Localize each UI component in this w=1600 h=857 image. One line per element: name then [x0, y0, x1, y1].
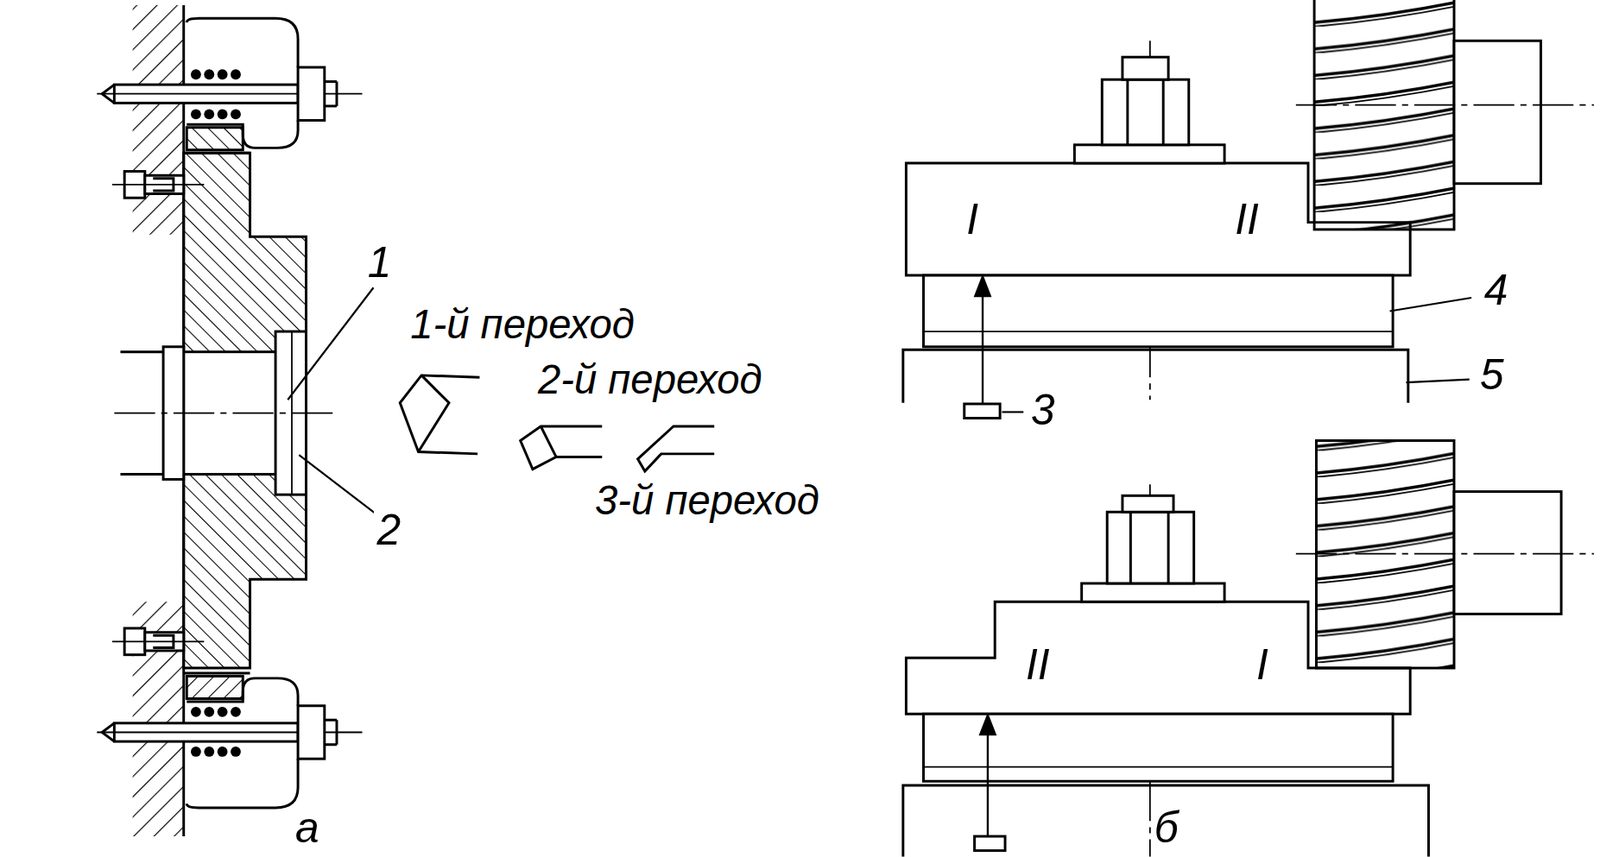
- drawing-path: [399, 375, 480, 455]
- drawing-line: [183, 151, 251, 155]
- drawing-rect: [1074, 145, 1225, 164]
- drawing-line: [335, 82, 339, 107]
- drawing-rect: [974, 836, 1006, 852]
- drawing-circle: [203, 108, 215, 120]
- position-numeral: I: [963, 197, 982, 241]
- drawing-circle: [203, 69, 215, 80]
- drawing-rect: [1122, 495, 1174, 513]
- drawing-line: [986, 729, 989, 837]
- drawing-line: [1162, 79, 1165, 146]
- drawing-line: [287, 287, 374, 400]
- drawing-line: [113, 412, 337, 415]
- drawing-circle: [230, 69, 241, 80]
- drawing-line: [324, 80, 337, 83]
- fixture-view-b-bottom: [903, 441, 1594, 857]
- drawing-group: [190, 69, 241, 120]
- drawing-line: [1390, 297, 1473, 311]
- drawing-circle: [190, 108, 202, 120]
- drawing-use: [96, 628, 362, 809]
- drawing-line: [1167, 512, 1170, 584]
- drawing-line: [324, 104, 337, 108]
- drawing-path: [903, 349, 1409, 403]
- drawing-rect: [1314, 0, 1455, 230]
- view-letter: б: [1150, 807, 1182, 851]
- drawing-rect: [132, 5, 184, 235]
- drawing-circle: [217, 108, 228, 120]
- drawing-line: [981, 290, 984, 405]
- drawing-line: [112, 183, 204, 186]
- callout-number: 5: [1476, 354, 1507, 398]
- view-letter: а: [291, 807, 323, 851]
- drawing-group: [96, 18, 362, 198]
- callout-number: 4: [1480, 269, 1512, 313]
- drawing-rect: [1122, 56, 1169, 80]
- drawing-rect: [923, 275, 1393, 348]
- drawing-line: [1405, 379, 1469, 384]
- drawing-rect: [1454, 40, 1541, 184]
- drawing-line: [923, 766, 1393, 769]
- drawing-rect: [297, 67, 325, 121]
- drawing-rect: [964, 404, 1000, 419]
- drawing-rect: [1081, 583, 1225, 602]
- drawing-line: [1125, 79, 1129, 146]
- drawing-path: [638, 426, 715, 472]
- drawing-path: [183, 152, 307, 669]
- drawing-line: [1296, 553, 1594, 556]
- drawing-line: [1296, 104, 1594, 107]
- drawing-circle: [217, 69, 228, 80]
- drawing-rect: [186, 127, 243, 151]
- drawing-rect: [923, 714, 1393, 782]
- operation-step-label: 1-й переход: [407, 303, 639, 345]
- callout-number: 3: [1027, 388, 1058, 432]
- drawing-group: [96, 628, 362, 809]
- drawing-rect: [1106, 512, 1194, 584]
- callout-number: 1: [364, 241, 395, 285]
- fixture-view-a: [96, 5, 715, 837]
- drawing-circle: [230, 108, 241, 120]
- position-numeral: I: [1252, 644, 1272, 688]
- drawing-line: [298, 455, 378, 516]
- drawing-rect: [1454, 492, 1562, 615]
- drawing-rect: [1101, 79, 1189, 146]
- drawing-path: [980, 716, 996, 735]
- drawing-path: [975, 277, 991, 296]
- drawing-line: [923, 330, 1393, 333]
- operation-step-label: 3-й переход: [592, 479, 823, 520]
- callout-number: 2: [373, 509, 405, 553]
- drawing-line: [120, 350, 164, 354]
- position-numeral: II: [1023, 644, 1054, 688]
- operation-step-label: 2-й переход: [534, 359, 766, 400]
- drawing-path: [520, 426, 603, 470]
- drawing-line: [1001, 411, 1024, 413]
- drawing-line: [120, 473, 164, 476]
- drawing-circle: [190, 69, 202, 80]
- position-numeral: II: [1232, 197, 1263, 241]
- drawing-line: [1129, 512, 1133, 584]
- drawing-path: [903, 785, 1430, 857]
- fixture-view-b-top: [903, 0, 1594, 419]
